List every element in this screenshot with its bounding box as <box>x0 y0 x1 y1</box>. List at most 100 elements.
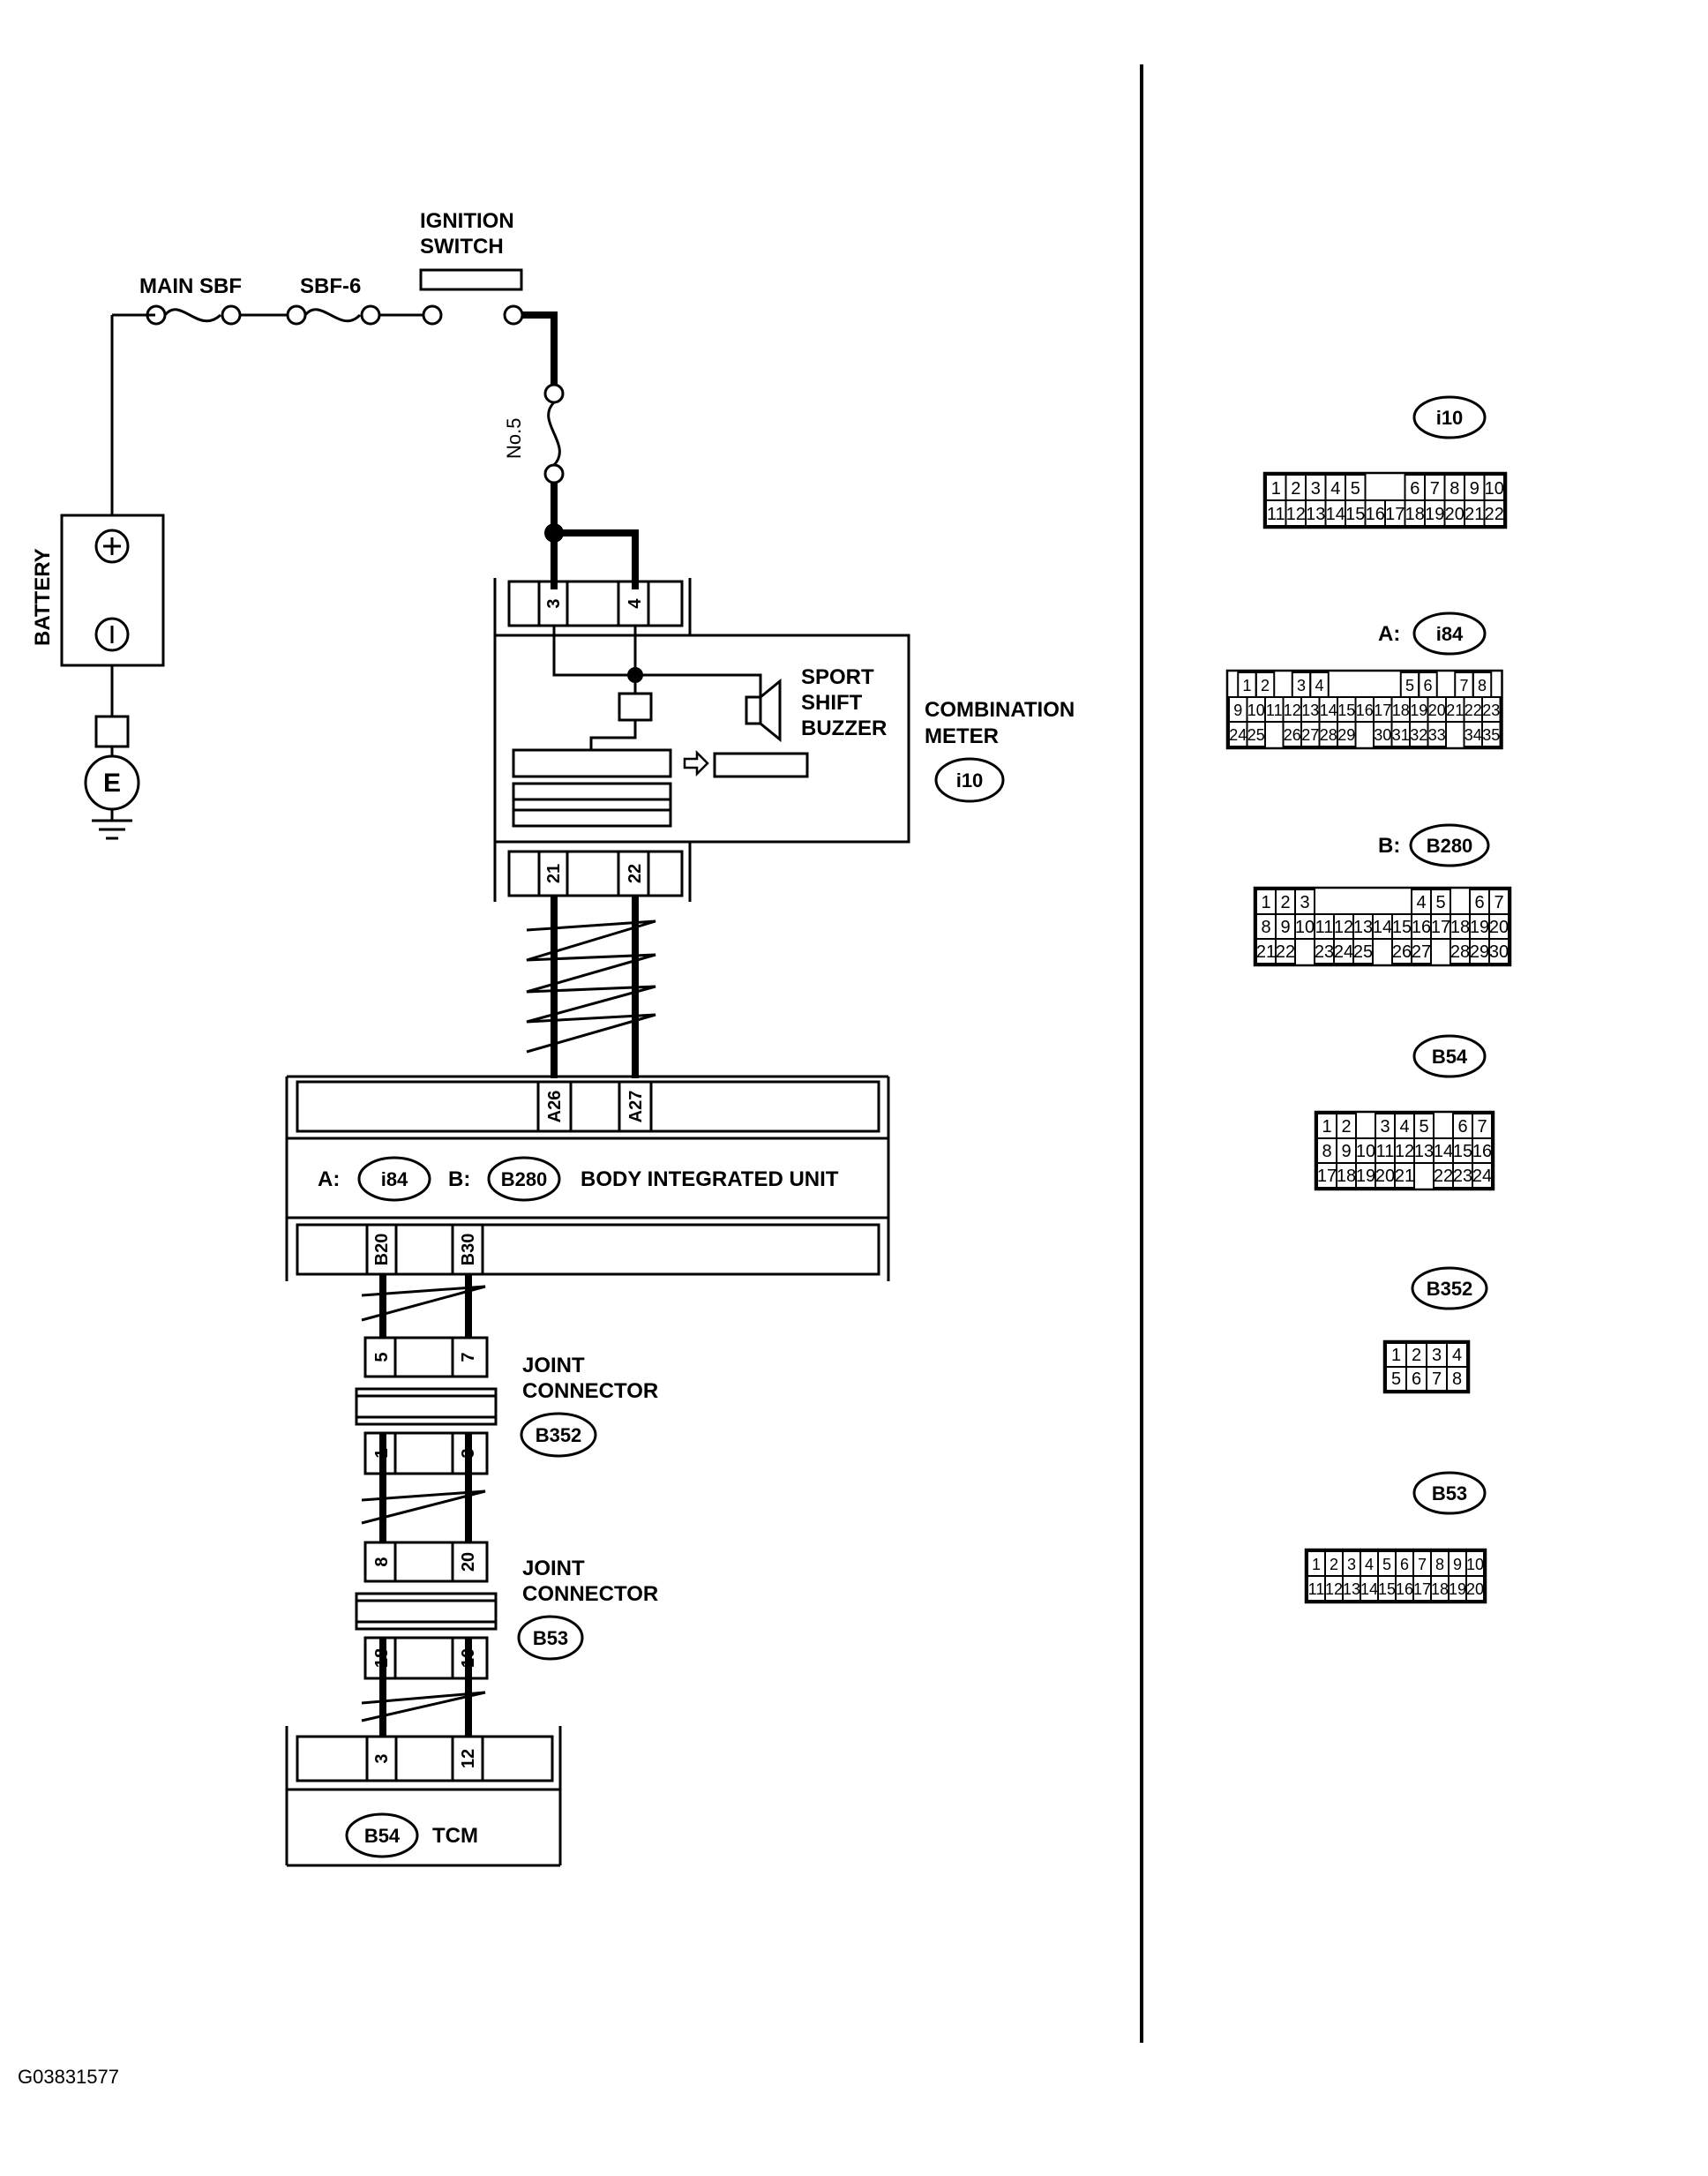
connector-pin-number: 7 <box>1459 677 1468 694</box>
connector-pin-number: 20 <box>1375 1167 1395 1186</box>
connector-pin-number: 16 <box>1356 702 1374 719</box>
pin-biu-b20: B20 <box>372 1234 392 1266</box>
connector-housing <box>1314 1110 1495 1191</box>
connector-title: i84 <box>1436 623 1464 645</box>
connector-pin-number: 7 <box>1430 479 1440 499</box>
connector-pin-number: 8 <box>1322 1142 1331 1161</box>
joint-connector-1-label-2: CONNECTOR <box>522 1379 658 1403</box>
pin-b352-5: 5 <box>372 1352 392 1362</box>
biu-b-connector-oval <box>487 1156 561 1202</box>
joint-connector-2-oval <box>517 1615 584 1661</box>
pin-biu-a26: A26 <box>545 1091 565 1123</box>
connector-pin-number: 11 <box>1376 1142 1395 1161</box>
connector-pin-number: 16 <box>1472 1142 1492 1161</box>
biu-b-prefix: B: <box>448 1167 470 1191</box>
connector-pin-number: 16 <box>1396 1580 1413 1598</box>
biu-b-connector-id: B280 <box>501 1168 548 1190</box>
connector-pin-number: 22 <box>1434 1167 1453 1186</box>
connector-pin-number: 7 <box>1432 1369 1442 1389</box>
biu-a-connector-id: i84 <box>381 1168 408 1190</box>
figure-id: G03831577 <box>18 2066 119 2088</box>
connector-title-oval <box>1412 395 1487 439</box>
connector-pin-number: 19 <box>1356 1167 1375 1186</box>
connector-title-oval <box>1412 1034 1487 1078</box>
combination-meter-label-2: METER <box>925 724 999 748</box>
connector-pin-number: 17 <box>1317 1167 1337 1186</box>
connector-pin-number: 18 <box>1431 1580 1449 1598</box>
connector-pin-number: 34 <box>1465 726 1482 744</box>
connector-pin-number: 15 <box>1337 702 1355 719</box>
connector-pin-number: 9 <box>1233 702 1242 719</box>
connector-pin-number: 14 <box>1360 1580 1378 1598</box>
connector-pin-number: 18 <box>1405 505 1425 524</box>
connector-pin-number: 21 <box>1395 1167 1414 1186</box>
connector-pin-number: 26 <box>1392 942 1412 962</box>
pin-b53-8: 8 <box>372 1557 392 1566</box>
pin-b352-1: 1 <box>372 1448 392 1458</box>
connector-pin-number: 23 <box>1482 702 1500 719</box>
pin-b53-18: 18 <box>372 1648 392 1668</box>
main-sbf-label: MAIN SBF <box>139 274 242 298</box>
connector-title-oval <box>1412 612 1487 656</box>
connector-pin-number: 18 <box>1337 1167 1356 1186</box>
connector-pin-number: 21 <box>1465 505 1484 524</box>
connector-pin-number: 25 <box>1353 942 1373 962</box>
connector-pin-number: 8 <box>1478 677 1487 694</box>
tcm-connector-oval <box>345 1812 419 1858</box>
connector-pin-number: 24 <box>1334 942 1353 962</box>
sport-shift-buzzer-label: SPORT <box>801 665 874 689</box>
connector-pin-number: 3 <box>1347 1556 1356 1573</box>
joint-connector-2-label-2: CONNECTOR <box>522 1582 658 1606</box>
connector-pin-number: 4 <box>1416 893 1426 912</box>
connector-title: B280 <box>1427 835 1473 857</box>
connector-pin-number: 17 <box>1385 505 1405 524</box>
connector-pin-number: 11 <box>1315 918 1334 937</box>
tcm-connector-id: B54 <box>364 1825 401 1847</box>
connector-pin-number: 10 <box>1485 479 1504 499</box>
connector-title-oval <box>1411 1266 1488 1310</box>
connector-pin-number: 21 <box>1446 702 1464 719</box>
connector-pin-number: 6 <box>1474 893 1484 912</box>
connector-pin-number: 3 <box>1311 479 1321 499</box>
connector-pin-number: 11 <box>1308 1580 1325 1598</box>
connector-title: B53 <box>1432 1482 1467 1504</box>
connector-pin-number: 4 <box>1399 1117 1409 1137</box>
connector-pin-number: 21 <box>1256 942 1276 962</box>
connector-pin-cell <box>1352 938 1374 964</box>
connector-pin-number: 18 <box>1450 918 1470 937</box>
connector-pin-number: 13 <box>1414 1142 1434 1161</box>
connector-pin-cell <box>1427 721 1447 747</box>
connector-pin-number: 3 <box>1300 893 1309 912</box>
connector-pin-cell <box>1275 938 1296 964</box>
connector-housing <box>1253 886 1512 967</box>
connector-pin-number: 5 <box>1351 479 1360 499</box>
ignition-switch-label: SWITCH <box>420 235 504 259</box>
connector-pin-number: 2 <box>1261 677 1270 694</box>
biu-name-label: BODY INTEGRATED UNIT <box>581 1167 839 1191</box>
ignition-switch-symbol <box>419 268 523 291</box>
connector-pin-number: 30 <box>1374 726 1391 744</box>
pin-tcm-12: 12 <box>459 1749 478 1768</box>
connector-pin-number: 8 <box>1450 479 1459 499</box>
connector-pin-number: 4 <box>1315 677 1323 694</box>
biu-a-prefix: A: <box>318 1167 340 1191</box>
connector-pin-cell <box>1472 1162 1493 1189</box>
connector-pin-number: 2 <box>1330 1556 1338 1573</box>
connector-pin-number: 1 <box>1391 1346 1401 1365</box>
connector-pin-number: 19 <box>1449 1580 1466 1598</box>
connector-pin-number: 1 <box>1261 893 1270 912</box>
connector-pin-number: 15 <box>1378 1580 1396 1598</box>
connector-pin-number: 5 <box>1435 893 1445 912</box>
connector-pin-number: 2 <box>1412 1346 1421 1365</box>
connector-pin-number: 22 <box>1465 702 1482 719</box>
connector-pin-number: 27 <box>1412 942 1431 962</box>
joint-connector-1-label: JOINT <box>522 1354 585 1377</box>
pin-biu-a27: A27 <box>626 1091 646 1123</box>
pin-b53-20: 20 <box>459 1552 478 1572</box>
connector-pin-number: 1 <box>1271 479 1281 499</box>
